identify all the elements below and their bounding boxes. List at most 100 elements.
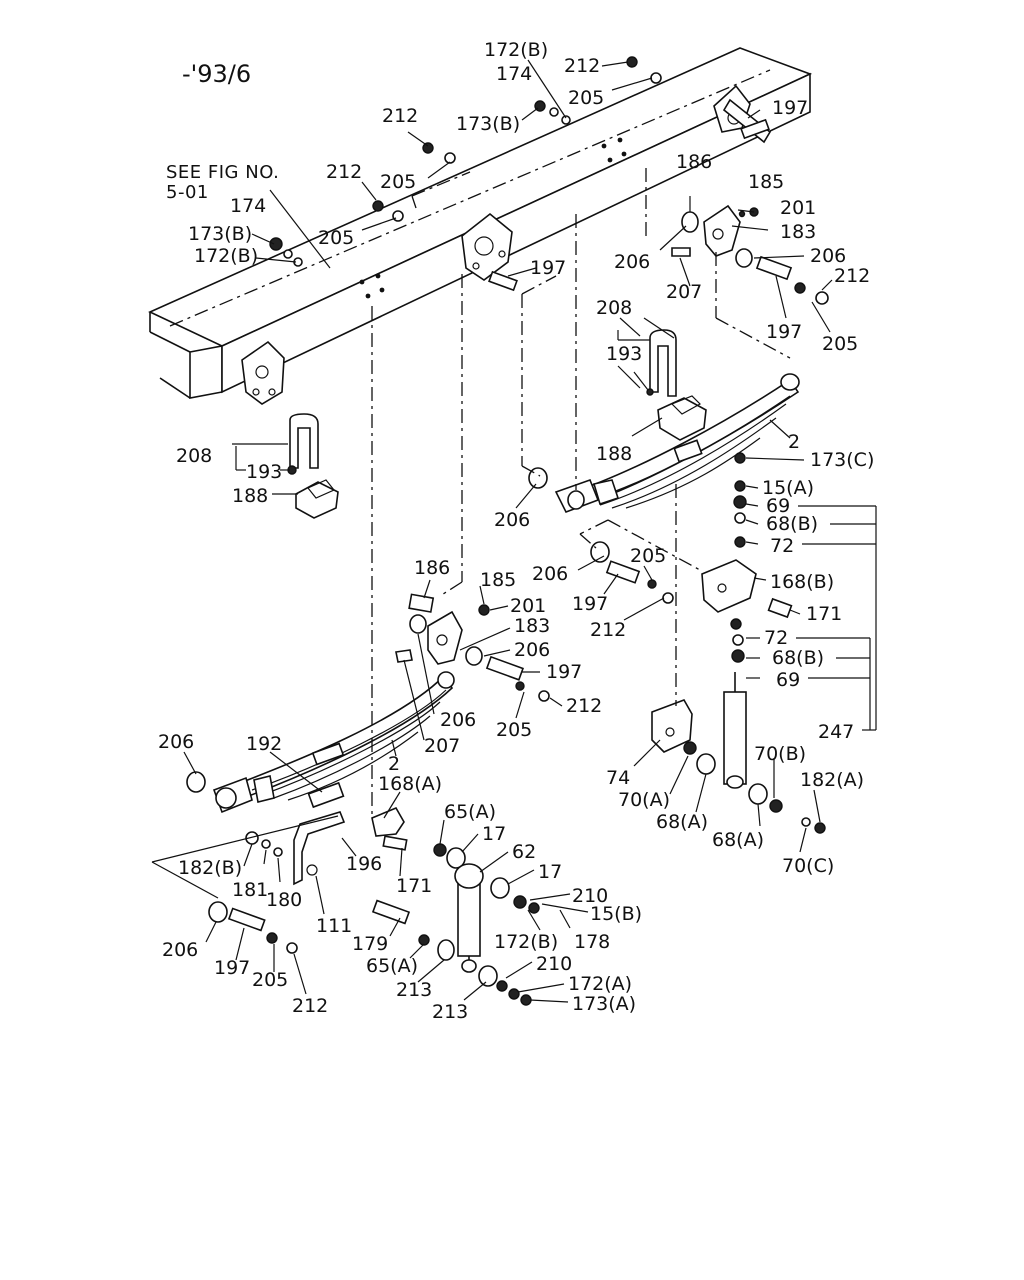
callout: 188	[232, 485, 268, 507]
callout: 69	[776, 669, 800, 691]
callout: 197	[530, 257, 566, 279]
frame-rail	[148, 47, 813, 399]
callout: 201	[780, 197, 816, 219]
callout: 213	[396, 979, 432, 1001]
leader-lines	[151, 59, 877, 1003]
callout: 182(A)	[800, 769, 864, 791]
callout: 185	[748, 171, 784, 193]
callout: 212	[326, 161, 362, 183]
callout: 180	[266, 889, 302, 911]
callout: 172(B)	[194, 245, 258, 267]
callout: 205	[252, 969, 288, 991]
callout: 68(B)	[772, 647, 824, 669]
callout: 172(B)	[484, 39, 548, 61]
see-fig-number: 5-01	[166, 182, 209, 203]
callout: 182(B)	[178, 857, 242, 879]
callout: 206	[614, 251, 650, 273]
bracket-74	[651, 699, 693, 753]
callout: 206	[514, 639, 550, 661]
callout: 172(B)	[494, 931, 558, 953]
callout: 174	[230, 195, 266, 217]
shackle-left	[395, 593, 524, 681]
callout: 206	[810, 245, 846, 267]
see-fig-reference: SEE FIG NO.	[166, 162, 279, 183]
callout: 212	[382, 105, 418, 127]
front-spring-hanger	[241, 340, 285, 405]
center-spring-hanger	[461, 212, 513, 281]
callout: 17	[538, 861, 562, 883]
callout: 205	[630, 545, 666, 567]
callout: 69	[766, 495, 790, 517]
callout-labels: 172(B) 212 174 205 173(B) 197 212 212 20…	[158, 39, 874, 1023]
callout: 68(A)	[656, 811, 708, 833]
spring-pad	[307, 781, 345, 809]
callout: 178	[574, 931, 610, 953]
callout: 168(A)	[378, 773, 442, 795]
callout: 193	[606, 343, 642, 365]
callout: 206	[440, 709, 476, 731]
callout: 206	[532, 563, 568, 585]
callout: 212	[292, 995, 328, 1017]
callout: 186	[414, 557, 450, 579]
callout: 213	[432, 1001, 468, 1023]
callout: 62	[512, 841, 536, 863]
callout: 173(B)	[188, 223, 252, 245]
callout: 205	[496, 719, 532, 741]
callout: 201	[510, 595, 546, 617]
callout: 65(A)	[366, 955, 418, 977]
u-bolt-right	[646, 329, 707, 441]
callout: 196	[346, 853, 382, 875]
assembly-centerlines	[371, 168, 791, 818]
callout: 212	[590, 619, 626, 641]
callout: 173(C)	[810, 449, 874, 471]
callout: 210	[572, 885, 608, 907]
callout: 210	[536, 953, 572, 975]
callout: 68(B)	[766, 513, 818, 535]
callout: 193	[246, 461, 282, 483]
callout: 183	[514, 615, 550, 637]
callout: 183	[780, 221, 816, 243]
callout: 179	[352, 933, 388, 955]
fasteners	[186, 56, 829, 1006]
callout: 212	[566, 695, 602, 717]
callout: 208	[596, 297, 632, 319]
callout: 74	[606, 767, 630, 789]
shock-absorber-rear	[723, 672, 747, 789]
callout: 206	[494, 509, 530, 531]
callout: 197	[772, 97, 808, 119]
u-bolt-left	[287, 413, 339, 519]
callout: 197	[766, 321, 802, 343]
callout: 172(A)	[568, 973, 632, 995]
callout: 205	[568, 87, 604, 109]
callout: 72	[770, 535, 794, 557]
bracket-168b	[701, 559, 793, 619]
callout: 171	[806, 603, 842, 625]
callout: 15(B)	[590, 903, 642, 925]
callout: 168(B)	[770, 571, 834, 593]
callout: 205	[822, 333, 858, 355]
callout: 207	[666, 281, 702, 303]
callout: 171	[396, 875, 432, 897]
date-code: -'93/6	[182, 60, 251, 88]
callout: 2	[388, 753, 400, 775]
callout: 173(B)	[456, 113, 520, 135]
callout: 174	[496, 63, 532, 85]
callout: 186	[676, 151, 712, 173]
callout: 70(C)	[782, 855, 834, 877]
callout: 111	[316, 915, 352, 937]
callout: 68(A)	[712, 829, 764, 851]
callout: 15(A)	[762, 477, 814, 499]
callout: 185	[480, 569, 516, 591]
callout: 197	[572, 593, 608, 615]
callout: 2	[788, 431, 800, 453]
callout: 192	[246, 733, 282, 755]
callout: 205	[380, 171, 416, 193]
callout: 205	[318, 227, 354, 249]
callout: 206	[158, 731, 194, 753]
callout: 188	[596, 443, 632, 465]
callout: 197	[546, 661, 582, 683]
callout: 70(A)	[618, 789, 670, 811]
bracket-168a	[371, 806, 408, 851]
leaf-spring-right	[554, 373, 800, 514]
